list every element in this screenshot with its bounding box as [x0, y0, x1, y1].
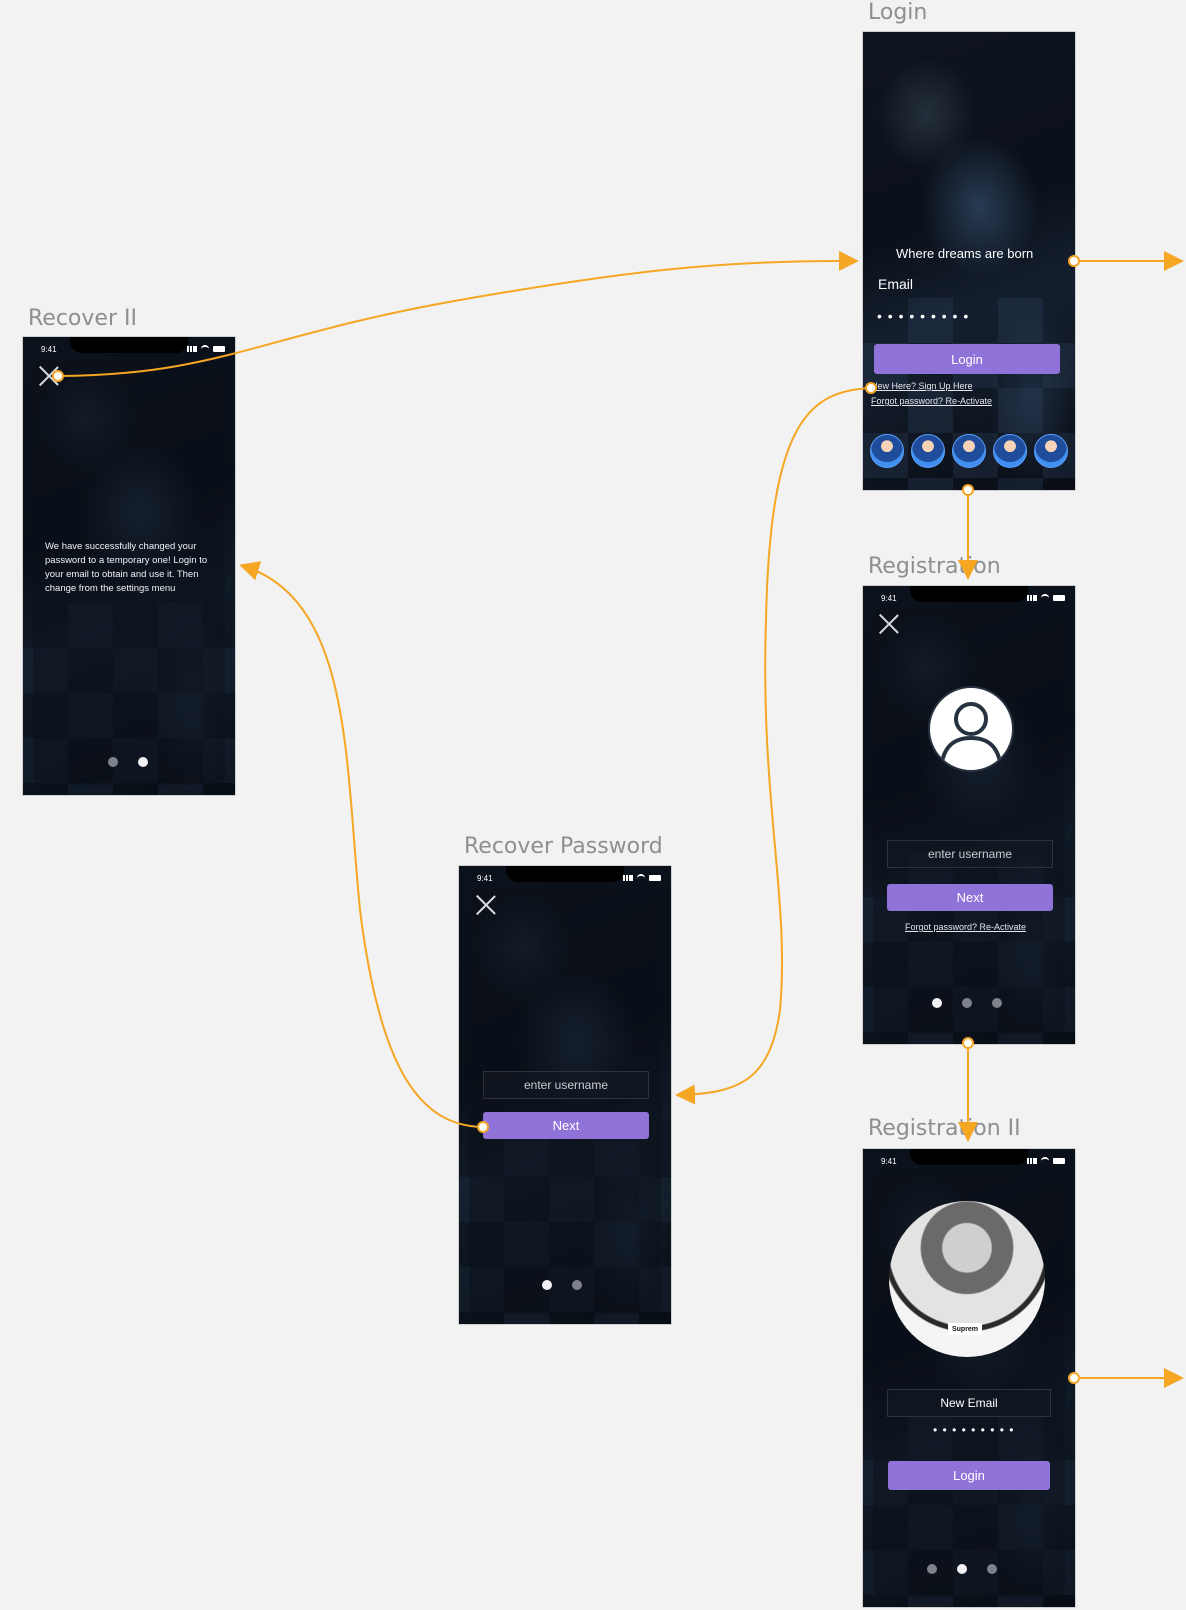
status-icons — [1027, 1157, 1065, 1165]
content-card — [33, 359, 225, 785]
artboard-title-registration-ii: Registration II — [868, 1116, 1021, 1141]
password-field[interactable]: • • • • • • • • • — [877, 308, 970, 324]
page-dot — [962, 998, 972, 1008]
login-button[interactable]: Login — [874, 344, 1060, 374]
page-indicator — [542, 1280, 582, 1290]
page-dot-active — [932, 998, 942, 1008]
artboard-title-login: Login — [868, 0, 928, 25]
page-dot-active — [542, 1280, 552, 1290]
background-image — [863, 32, 1075, 490]
profile-placeholder-icon[interactable] — [928, 686, 1014, 772]
avatar[interactable] — [993, 434, 1027, 468]
artboard-title-recover-password: Recover Password — [464, 834, 663, 859]
background-overlay — [23, 337, 235, 795]
page-dot — [992, 998, 1002, 1008]
wifi-icon — [1041, 594, 1049, 602]
password-field[interactable]: • • • • • • • • • — [933, 1423, 1015, 1437]
device-notch — [70, 337, 188, 353]
status-time: 9:41 — [881, 1157, 897, 1166]
avatar[interactable] — [870, 434, 904, 468]
status-time: 9:41 — [477, 874, 493, 883]
status-time: 9:41 — [881, 594, 897, 603]
content-card — [469, 888, 661, 1314]
flow-login-to-recover-password — [675, 387, 872, 1105]
recover-ii-screen: 9:41 We have successfully changed your p… — [23, 337, 235, 795]
battery-icon — [1053, 1158, 1065, 1164]
page-dot — [108, 757, 118, 767]
artboard-title-registration: Registration — [868, 554, 1001, 579]
status-icons — [187, 345, 225, 353]
page-indicator — [932, 998, 1002, 1008]
profile-photo[interactable]: Suprem — [889, 1201, 1045, 1357]
next-button[interactable]: Next — [887, 884, 1053, 911]
artboard-title-recover-ii: Recover II — [28, 306, 137, 331]
avatar[interactable] — [1034, 434, 1068, 468]
status-icons — [623, 874, 661, 882]
user-avatar-row — [870, 434, 1068, 468]
page-dot-active — [957, 1564, 967, 1574]
page-indicator — [927, 1564, 997, 1574]
device-notch — [506, 866, 624, 882]
photo-badge: Suprem — [948, 1323, 982, 1335]
wifi-icon — [201, 345, 209, 353]
page-dot — [927, 1564, 937, 1574]
page-dot-active — [138, 757, 148, 767]
success-message: We have successfully changed your passwo… — [45, 541, 208, 594]
page-indicator — [108, 757, 148, 767]
device-notch — [910, 1149, 1028, 1165]
signal-icon — [623, 875, 633, 881]
recover-password-screen: 9:41 enter username Next — [459, 866, 671, 1324]
page-dot — [572, 1280, 582, 1290]
registration-screen: 9:41 enter username Next Forgot password… — [863, 586, 1075, 1044]
close-icon[interactable] — [38, 365, 60, 387]
email-input[interactable]: New Email — [887, 1389, 1051, 1417]
wifi-icon — [1041, 1157, 1049, 1165]
username-input[interactable]: enter username — [887, 840, 1053, 868]
background-overlay — [863, 586, 1075, 1044]
tagline: Where dreams are born — [896, 246, 1034, 261]
battery-icon — [1053, 595, 1065, 601]
signal-icon — [187, 346, 197, 352]
page-dot — [987, 1564, 997, 1574]
battery-icon — [649, 875, 661, 881]
next-button[interactable]: Next — [483, 1112, 649, 1139]
avatar[interactable] — [911, 434, 945, 468]
background-overlay — [863, 32, 1075, 490]
battery-icon — [213, 346, 225, 352]
forgot-password-link[interactable]: Forgot password? Re-Activate — [905, 922, 1027, 932]
signal-icon — [1027, 595, 1037, 601]
email-label[interactable]: Email — [878, 276, 914, 292]
user-silhouette-icon — [940, 702, 1002, 763]
avatar[interactable] — [952, 434, 986, 468]
login-button[interactable]: Login — [888, 1461, 1050, 1490]
device-notch — [910, 586, 1028, 602]
registration-ii-screen: 9:41 Suprem New Email • • • • • • • • • … — [863, 1149, 1075, 1607]
status-time: 9:41 — [41, 345, 57, 354]
signup-link[interactable]: New Here? Sign Up Here — [871, 381, 973, 391]
close-icon[interactable] — [878, 613, 900, 635]
signal-icon — [1027, 1158, 1037, 1164]
content-card — [873, 608, 1065, 1034]
login-screen: Where dreams are born Email • • • • • • … — [863, 32, 1075, 490]
username-input[interactable]: enter username — [483, 1071, 649, 1099]
wifi-icon — [637, 874, 645, 882]
status-icons — [1027, 594, 1065, 602]
flow-recover-password-to-recover-ii — [239, 561, 484, 1128]
close-icon[interactable] — [475, 894, 497, 916]
forgot-password-link[interactable]: Forgot password? Re-Activate — [871, 396, 993, 406]
